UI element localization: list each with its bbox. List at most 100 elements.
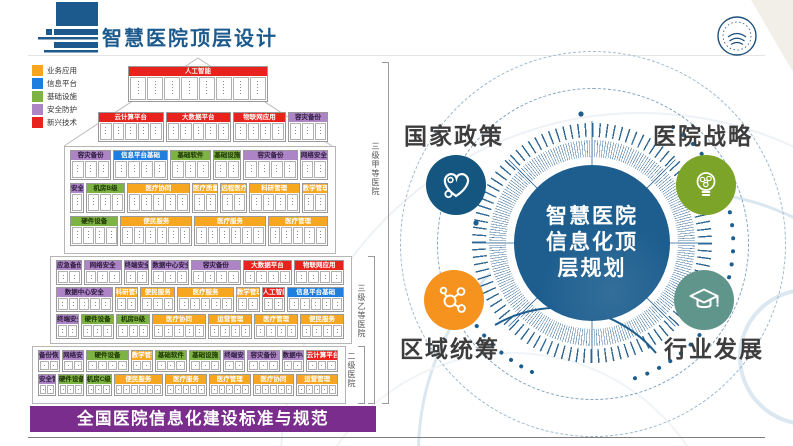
pyramid-cell: [163, 298, 174, 310]
pyramid-cell: [128, 194, 140, 211]
pyramid-cell: [67, 325, 77, 337]
pyramid-group: 信息平台基础: [113, 150, 168, 180]
pyramid-cell: [182, 385, 190, 394]
pyramid-cell: [319, 271, 331, 283]
pyramid-cell: [256, 325, 266, 337]
pyramid-cell: [58, 325, 67, 337]
pyramid-row: 安全机房B级医疗协同医疗质量远程医疗科研管理教学管理: [70, 183, 328, 213]
pyramid-cell: [240, 325, 251, 337]
pyramid-group-header: 硬件设备: [87, 351, 128, 360]
pyramid-cell: [219, 227, 230, 244]
pyramid-cell: [289, 123, 302, 140]
hub-center-line2: 信息化顶: [546, 230, 638, 254]
pyramid-group: 基础软件: [154, 350, 188, 372]
pyramid-group-header: 教学管理: [302, 184, 327, 193]
pyramid-group: 医疗服务: [165, 374, 207, 396]
page-title: 智慧医院顶层设计: [102, 28, 278, 50]
pyramid-cell: [256, 271, 268, 283]
pyramid-group-header: 医疗管理: [255, 315, 298, 324]
pyramid-cell: [286, 194, 298, 211]
pyramid-group-cells: [156, 360, 186, 371]
label-national-policy: 国家政策: [404, 123, 504, 149]
pyramid-cell: [154, 385, 162, 394]
logo-icon: [38, 2, 104, 61]
pyramid-cell: [249, 77, 266, 100]
pyramid-group-header: 人工智能: [262, 288, 285, 297]
pyramid-cell: [95, 385, 102, 394]
pyramid-cell: [72, 161, 84, 178]
pyramid-group-header: 数据中心安全: [282, 351, 303, 360]
label-industry-development: 行业发展: [664, 336, 764, 362]
pyramid-cell: [329, 385, 336, 394]
pyramid-group: 医疗服务: [194, 216, 266, 246]
pyramid-group-header: 网络安全: [300, 151, 327, 160]
pyramid-group-header: 便民服务: [141, 288, 175, 297]
pyramid-cell: [200, 361, 210, 370]
pyramid-cell: [84, 161, 97, 178]
pyramid-cell: [174, 325, 184, 337]
legend-label: 信息平台: [47, 79, 77, 88]
pyramid-group: 机房C级: [85, 374, 112, 396]
pyramid-cell: [204, 271, 216, 283]
pyramid-cell: [138, 325, 148, 337]
pyramid-group-header: 容灾备份: [248, 351, 279, 360]
pyramid-group: 安全管理: [38, 374, 56, 396]
pyramid-group: 容灾备份: [247, 350, 280, 372]
pyramid-cell: [274, 194, 286, 211]
pyramid-cell: [58, 298, 68, 310]
pyramid-cell: [210, 385, 218, 394]
pyramid-cell: [98, 361, 107, 370]
legend-item: 新兴技术: [32, 116, 77, 129]
pyramid-group-header: 医疗协同: [253, 375, 294, 384]
pyramid-cell: [197, 161, 210, 178]
corner-decoration: [751, 0, 793, 72]
pyramid-cell: [266, 325, 276, 337]
pyramid-cell: [184, 161, 197, 178]
pyramid-group: 硬件设备: [86, 350, 129, 372]
pyramid-cell: [314, 123, 327, 140]
pyramid-cell: [85, 271, 97, 283]
pyramid-group: 教学管理: [301, 183, 328, 213]
pyramid-cell: [93, 325, 103, 337]
legend-item: 业务应用: [32, 64, 77, 77]
pyramid-group: 教学管理: [235, 287, 260, 312]
tier-label-grade3b: 三级乙等医院: [357, 284, 366, 338]
pyramid-cell: [293, 361, 302, 370]
pyramid-group: 网络安全: [299, 150, 328, 180]
pyramid-cell: [107, 361, 117, 370]
regional-coordination-circle: [424, 270, 484, 330]
pyramid-cell: [130, 77, 147, 100]
pyramid-cell: [234, 194, 245, 211]
pyramid-cell: [136, 271, 148, 283]
pyramid-cell: [259, 361, 268, 370]
pyramid-cell: [222, 194, 234, 211]
pyramid-cell: [176, 271, 188, 283]
pyramid-group-cells: [178, 297, 233, 311]
pyramid-group: 医疗质量: [191, 183, 219, 213]
pyramid-group: 云计算平台: [98, 112, 164, 142]
pyramid-cell: [146, 385, 154, 394]
pyramid-group-header: 医疗管理: [268, 217, 327, 226]
pyramid-cell: [72, 227, 83, 244]
pyramid-group: 便民服务: [113, 374, 164, 396]
pyramid-group-cells: [59, 384, 83, 395]
pyramid-cell: [193, 194, 205, 211]
pyramid-cell: [228, 271, 239, 283]
legend-item: 基础设施: [32, 90, 77, 103]
pyramid-cell: [100, 194, 111, 211]
pyramid-cell: [248, 298, 258, 310]
pyramid-cell: [227, 161, 240, 178]
pyramid-group: 安全: [70, 183, 85, 213]
pyramid-group-cells: [288, 297, 343, 311]
pyramid-cell: [193, 271, 204, 283]
pyramid-cell: [250, 194, 262, 211]
pyramid-group-header: 便民服务: [301, 315, 343, 324]
pyramid-group-header: 基础设施: [190, 351, 221, 360]
pyramid-group: 网络安全: [83, 260, 122, 285]
pyramid-cell: [322, 325, 332, 337]
pyramid-cell: [307, 361, 317, 370]
pyramid-cell: [132, 361, 142, 370]
pyramid-group-cells: [166, 384, 206, 395]
pyramid-cell: [277, 385, 285, 394]
pyramid-cell: [226, 385, 234, 394]
